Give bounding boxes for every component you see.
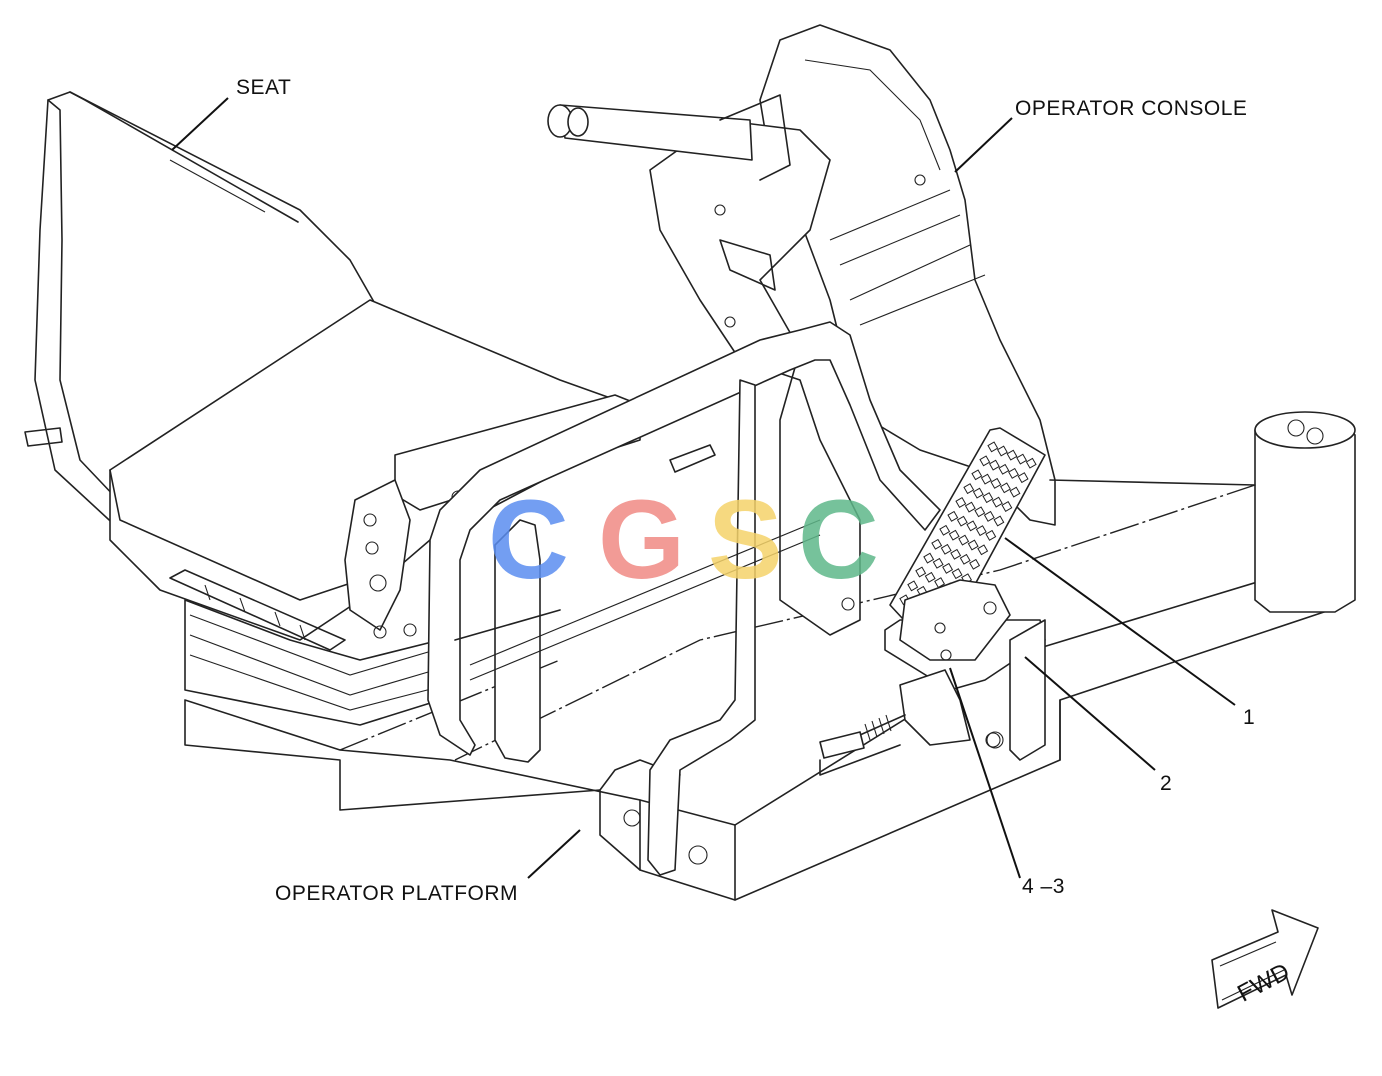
pedal-tread-hole xyxy=(907,580,919,592)
pedal-tread-hole xyxy=(1017,472,1029,484)
pedal-tread-hole xyxy=(951,568,963,580)
callout-2-label: 2 xyxy=(1160,772,1173,795)
pedal-tread-hole xyxy=(1008,467,1019,479)
pedal-tread-hole xyxy=(1001,501,1013,512)
pedal-tread-hole xyxy=(934,577,946,589)
console-leader xyxy=(954,117,1013,173)
pedal-tread-hole xyxy=(974,506,986,518)
watermark-letter-4: C xyxy=(798,477,879,602)
pedal-tread-hole xyxy=(990,477,1002,489)
pedal-tread-hole xyxy=(1006,449,1018,461)
pedal-tread-hole xyxy=(932,557,944,569)
pedal-tread-hole xyxy=(931,538,943,550)
pedal-tread-hole xyxy=(924,571,936,583)
pedal-tread-hole xyxy=(956,515,968,527)
pedal-tread-hole xyxy=(963,483,975,495)
pedal-tread-hole xyxy=(964,501,976,513)
callout-2-leader xyxy=(1024,656,1156,771)
pedal-tread-hole xyxy=(942,562,954,574)
pedal-tread-hole xyxy=(980,473,992,485)
callout-4-3-leader xyxy=(949,667,1021,879)
right-base-component-drawing xyxy=(1049,411,1356,613)
pedal-assembly-drawing xyxy=(819,427,1046,761)
pedal-tread-hole xyxy=(982,492,994,504)
pedal-tread-hole xyxy=(969,558,981,570)
pedal-tread-hole xyxy=(1000,482,1011,494)
pedal-tread-hole xyxy=(939,524,951,536)
pedal-tread-hole xyxy=(1016,453,1028,465)
pedal-tread-hole xyxy=(947,510,959,522)
pedal-tread-hole xyxy=(950,548,962,560)
watermark-letter-2: G xyxy=(598,477,685,602)
pedal-tread-hole xyxy=(983,510,995,522)
pedal-tread-hole xyxy=(958,534,970,546)
pedal-tread-hole xyxy=(955,497,967,508)
pedal-tread-hole xyxy=(948,529,960,541)
pedal-tread-hole xyxy=(977,544,989,556)
pedal-tread-hole xyxy=(940,543,952,555)
pedal-tread-hole xyxy=(1025,457,1037,469)
seat-label: SEAT xyxy=(236,76,292,99)
pedal-tread-hole xyxy=(991,496,1003,508)
callout-1-leader xyxy=(1004,537,1236,706)
pedal-tread-hole xyxy=(996,445,1008,457)
leader-lines xyxy=(171,97,1236,879)
pedal-tread-hole xyxy=(971,469,983,481)
handrail-drawing xyxy=(427,321,941,876)
watermark-letter-3: S xyxy=(708,477,783,602)
seat-leader xyxy=(171,97,229,151)
pedal-tread-hole xyxy=(967,539,979,551)
pedal-tread-hole xyxy=(975,525,987,537)
pedal-tread-hole xyxy=(993,515,1005,527)
seat-drawing xyxy=(24,91,641,726)
watermark: C G S C xyxy=(488,477,879,602)
callout-4-3-label: 4 –3 xyxy=(1022,875,1065,898)
pedal-tread-hole xyxy=(923,552,935,564)
pedal-tread-hole xyxy=(985,529,997,541)
pedal-tread-hole xyxy=(998,463,1010,475)
pedal-tread-hole xyxy=(987,441,999,453)
operator-console-drawing xyxy=(547,24,1056,636)
pedal-tread-hole xyxy=(966,520,978,532)
watermark-letter-1: C xyxy=(488,477,569,602)
pedal-tread-hole xyxy=(979,455,991,467)
operator-console-label: OPERATOR CONSOLE xyxy=(1015,97,1248,120)
pedal-tread-hole xyxy=(1009,486,1021,498)
pedal-tread-hole xyxy=(915,566,927,578)
platform-leader xyxy=(527,829,581,879)
pedal-tread-hole xyxy=(988,459,1000,471)
fwd-direction-arrow: FWD xyxy=(1211,909,1319,1009)
pedal-tread-hole xyxy=(959,553,971,565)
callout-1-label: 1 xyxy=(1243,706,1256,729)
operator-platform-label: OPERATOR PLATFORM xyxy=(275,882,519,905)
pedal-tread-hole xyxy=(972,487,984,499)
